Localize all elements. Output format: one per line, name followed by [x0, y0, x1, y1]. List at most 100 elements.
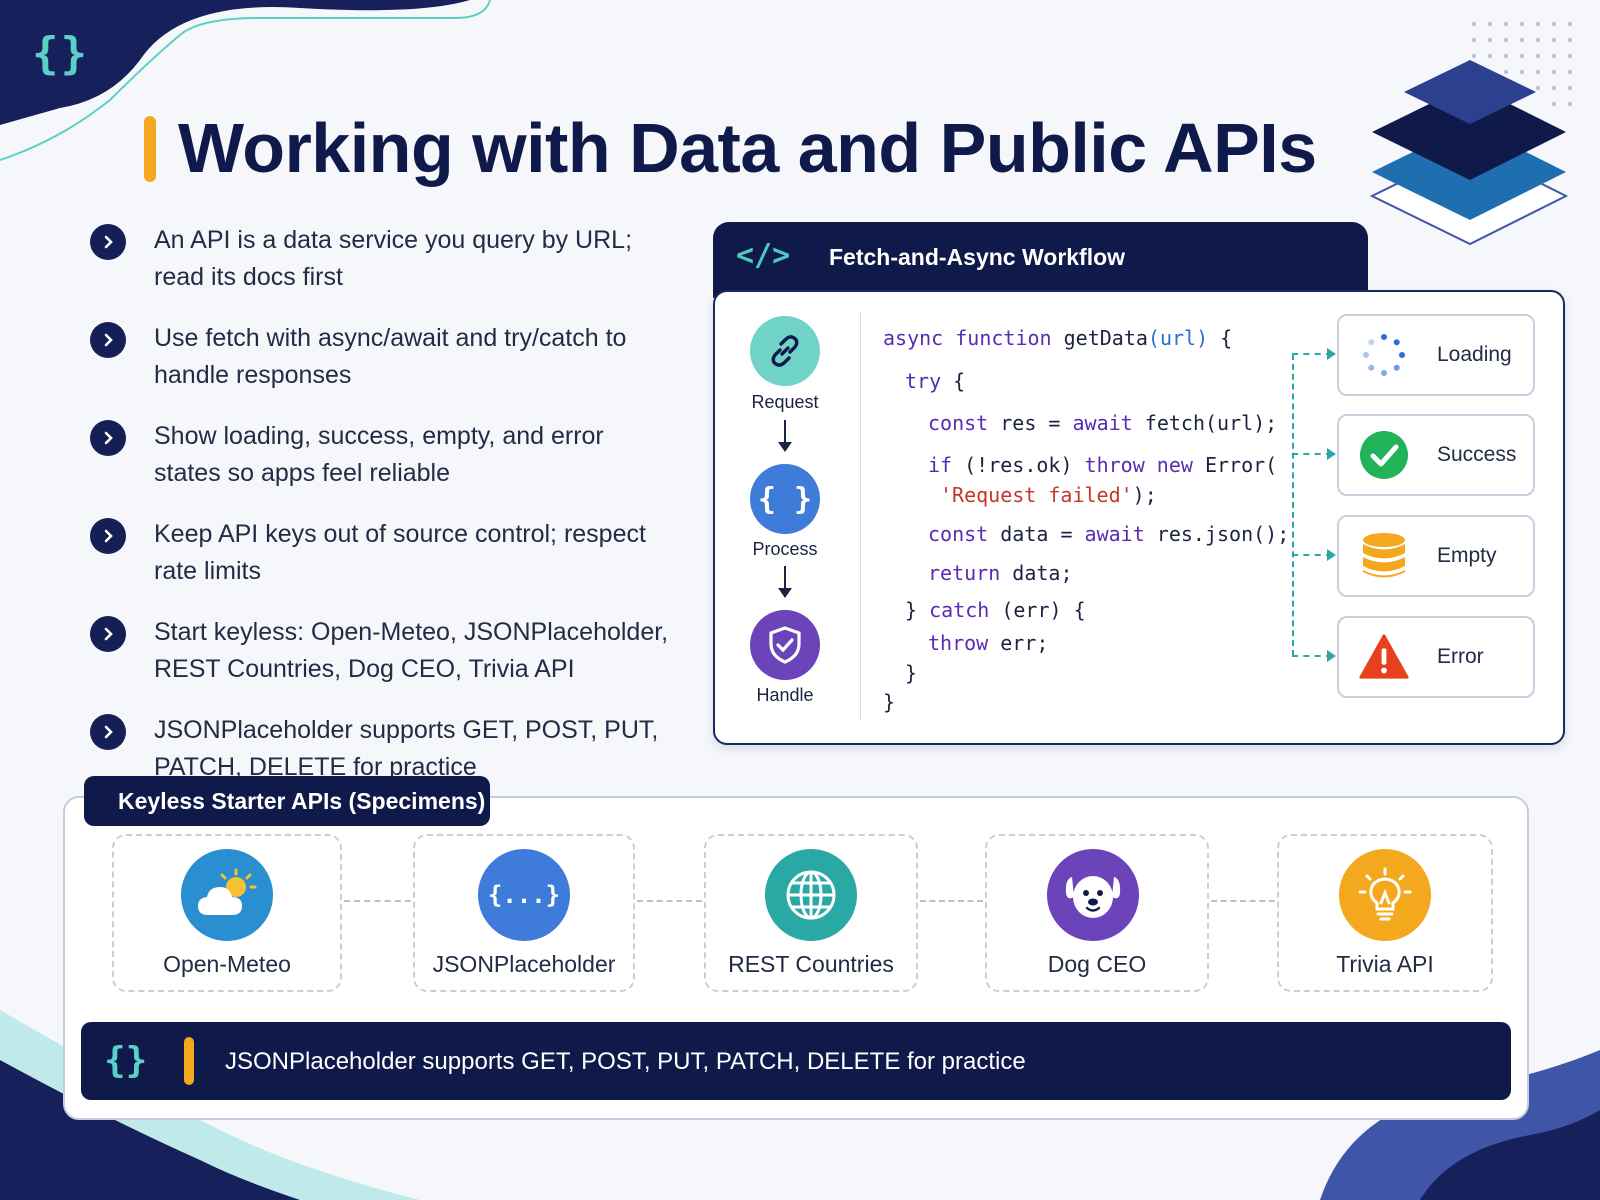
lightbulb-icon	[1339, 849, 1431, 941]
step-label-request: Request	[751, 392, 819, 412]
connector-line	[1211, 900, 1275, 902]
warning-icon	[1359, 632, 1409, 682]
shield-check-icon	[750, 610, 820, 680]
code-token: res =	[988, 411, 1073, 435]
arrow-down-icon	[778, 566, 792, 598]
api-name: Open-Meteo	[163, 951, 291, 977]
spinner-icon	[1359, 330, 1409, 380]
braces-icon: { }	[750, 464, 820, 534]
state-label: Empty	[1437, 544, 1497, 567]
connector-arrow	[1292, 348, 1336, 360]
database-icon	[1359, 531, 1409, 581]
state-loading: Loading	[1337, 314, 1535, 396]
bullet-text: Show loading, success, empty, and error …	[154, 422, 604, 487]
connector-line	[344, 900, 411, 902]
code-token: return	[928, 561, 1001, 585]
code-token: try	[905, 369, 942, 393]
dog-icon	[1047, 849, 1139, 941]
code-token: if	[928, 453, 953, 477]
list-item: Show loading, success, empty, and error …	[90, 418, 670, 492]
code-token: async function	[883, 326, 1052, 350]
step-label-handle: Handle	[756, 685, 814, 705]
list-item: Use fetch with async/await and try/catch…	[90, 320, 670, 394]
check-circle-icon	[1359, 430, 1409, 480]
footer-text: JSONPlaceholder supports GET, POST, PUT,…	[225, 1048, 1026, 1075]
state-error: Error	[1337, 616, 1535, 698]
chevron-right-icon	[90, 224, 126, 260]
braces-icon: {}	[104, 1040, 148, 1081]
divider	[860, 312, 861, 720]
code-token: 'Request failed'	[940, 483, 1133, 507]
bullet-text: JSONPlaceholder supports GET, POST, PUT,…	[154, 716, 659, 781]
code-tag-icon: </>	[736, 238, 791, 273]
code-token: const	[928, 522, 989, 546]
code-token: fetch(url);	[1132, 411, 1278, 435]
bullet-text: An API is a data service you query by UR…	[154, 226, 633, 291]
code-token: }	[883, 690, 896, 714]
title-accent-bar	[144, 116, 156, 182]
code-token: getData	[1051, 326, 1148, 350]
connector-line	[920, 900, 983, 902]
code-token: Error(	[1192, 453, 1278, 477]
keyless-title: Keyless Starter APIs (Specimens)	[84, 776, 490, 826]
code-token: (err) {	[989, 598, 1086, 622]
code-token: }	[905, 598, 930, 622]
chevron-right-icon	[90, 420, 126, 456]
state-label: Loading	[1437, 343, 1512, 366]
code-token: data;	[1000, 561, 1073, 585]
api-name: Trivia API	[1336, 951, 1434, 977]
state-success: Success	[1337, 414, 1535, 496]
list-item: JSONPlaceholder supports GET, POST, PUT,…	[90, 712, 670, 786]
list-item: Keep API keys out of source control; res…	[90, 516, 670, 590]
json-braces-icon: {...}	[478, 849, 570, 941]
code-token: const	[928, 411, 989, 435]
chevron-right-icon	[90, 322, 126, 358]
braces-logo-icon: {}	[32, 28, 89, 79]
workflow-header	[713, 222, 1368, 298]
code-token: {	[941, 369, 966, 393]
code-token: await	[1072, 411, 1133, 435]
chevron-right-icon	[90, 616, 126, 652]
link-icon	[750, 316, 820, 386]
connector-arrow	[1292, 549, 1336, 561]
bullet-text: Use fetch with async/await and try/catch…	[154, 324, 627, 389]
code-token: {	[1208, 326, 1233, 350]
list-item: An API is a data service you query by UR…	[90, 222, 670, 296]
api-name: Dog CEO	[1047, 951, 1147, 977]
bullet-list: An API is a data service you query by UR…	[90, 222, 670, 810]
code-token: (!res.ok)	[952, 453, 1085, 477]
step-label-process: Process	[752, 539, 818, 559]
api-name: JSONPlaceholder	[432, 951, 616, 977]
code-token: (url)	[1147, 326, 1209, 350]
weather-icon	[181, 849, 273, 941]
connector-arrow	[1292, 650, 1336, 662]
code-token: catch	[929, 598, 990, 622]
workflow-title: Fetch-and-Async Workflow	[829, 244, 1126, 270]
bullet-text: Keep API keys out of source control; res…	[154, 520, 646, 585]
footer-banner	[81, 1022, 1511, 1100]
code-token: );	[1132, 483, 1157, 507]
arrow-down-icon	[778, 420, 792, 452]
connector-line	[637, 900, 702, 902]
bullet-text: Start keyless: Open-Meteo, JSONPlacehold…	[154, 618, 669, 683]
connector-line	[1292, 354, 1294, 656]
code-token: err;	[988, 631, 1049, 655]
list-item: Start keyless: Open-Meteo, JSONPlacehold…	[90, 614, 670, 688]
state-label: Error	[1437, 645, 1484, 668]
code-token: throw new	[1084, 453, 1193, 477]
code-token: }	[905, 661, 918, 685]
connector-arrow	[1292, 448, 1336, 460]
api-name: REST Countries	[728, 951, 894, 977]
chevron-right-icon	[90, 714, 126, 750]
code-token: throw	[928, 631, 989, 655]
globe-icon	[765, 849, 857, 941]
code-token: await	[1084, 522, 1145, 546]
chevron-right-icon	[90, 518, 126, 554]
page-title: Working with Data and Public APIs	[178, 109, 1317, 187]
code-token: data =	[988, 522, 1085, 546]
state-label: Success	[1437, 443, 1517, 466]
state-empty: Empty	[1337, 515, 1535, 597]
footer-accent-bar	[184, 1037, 194, 1085]
code-token: res.json();	[1144, 522, 1290, 546]
